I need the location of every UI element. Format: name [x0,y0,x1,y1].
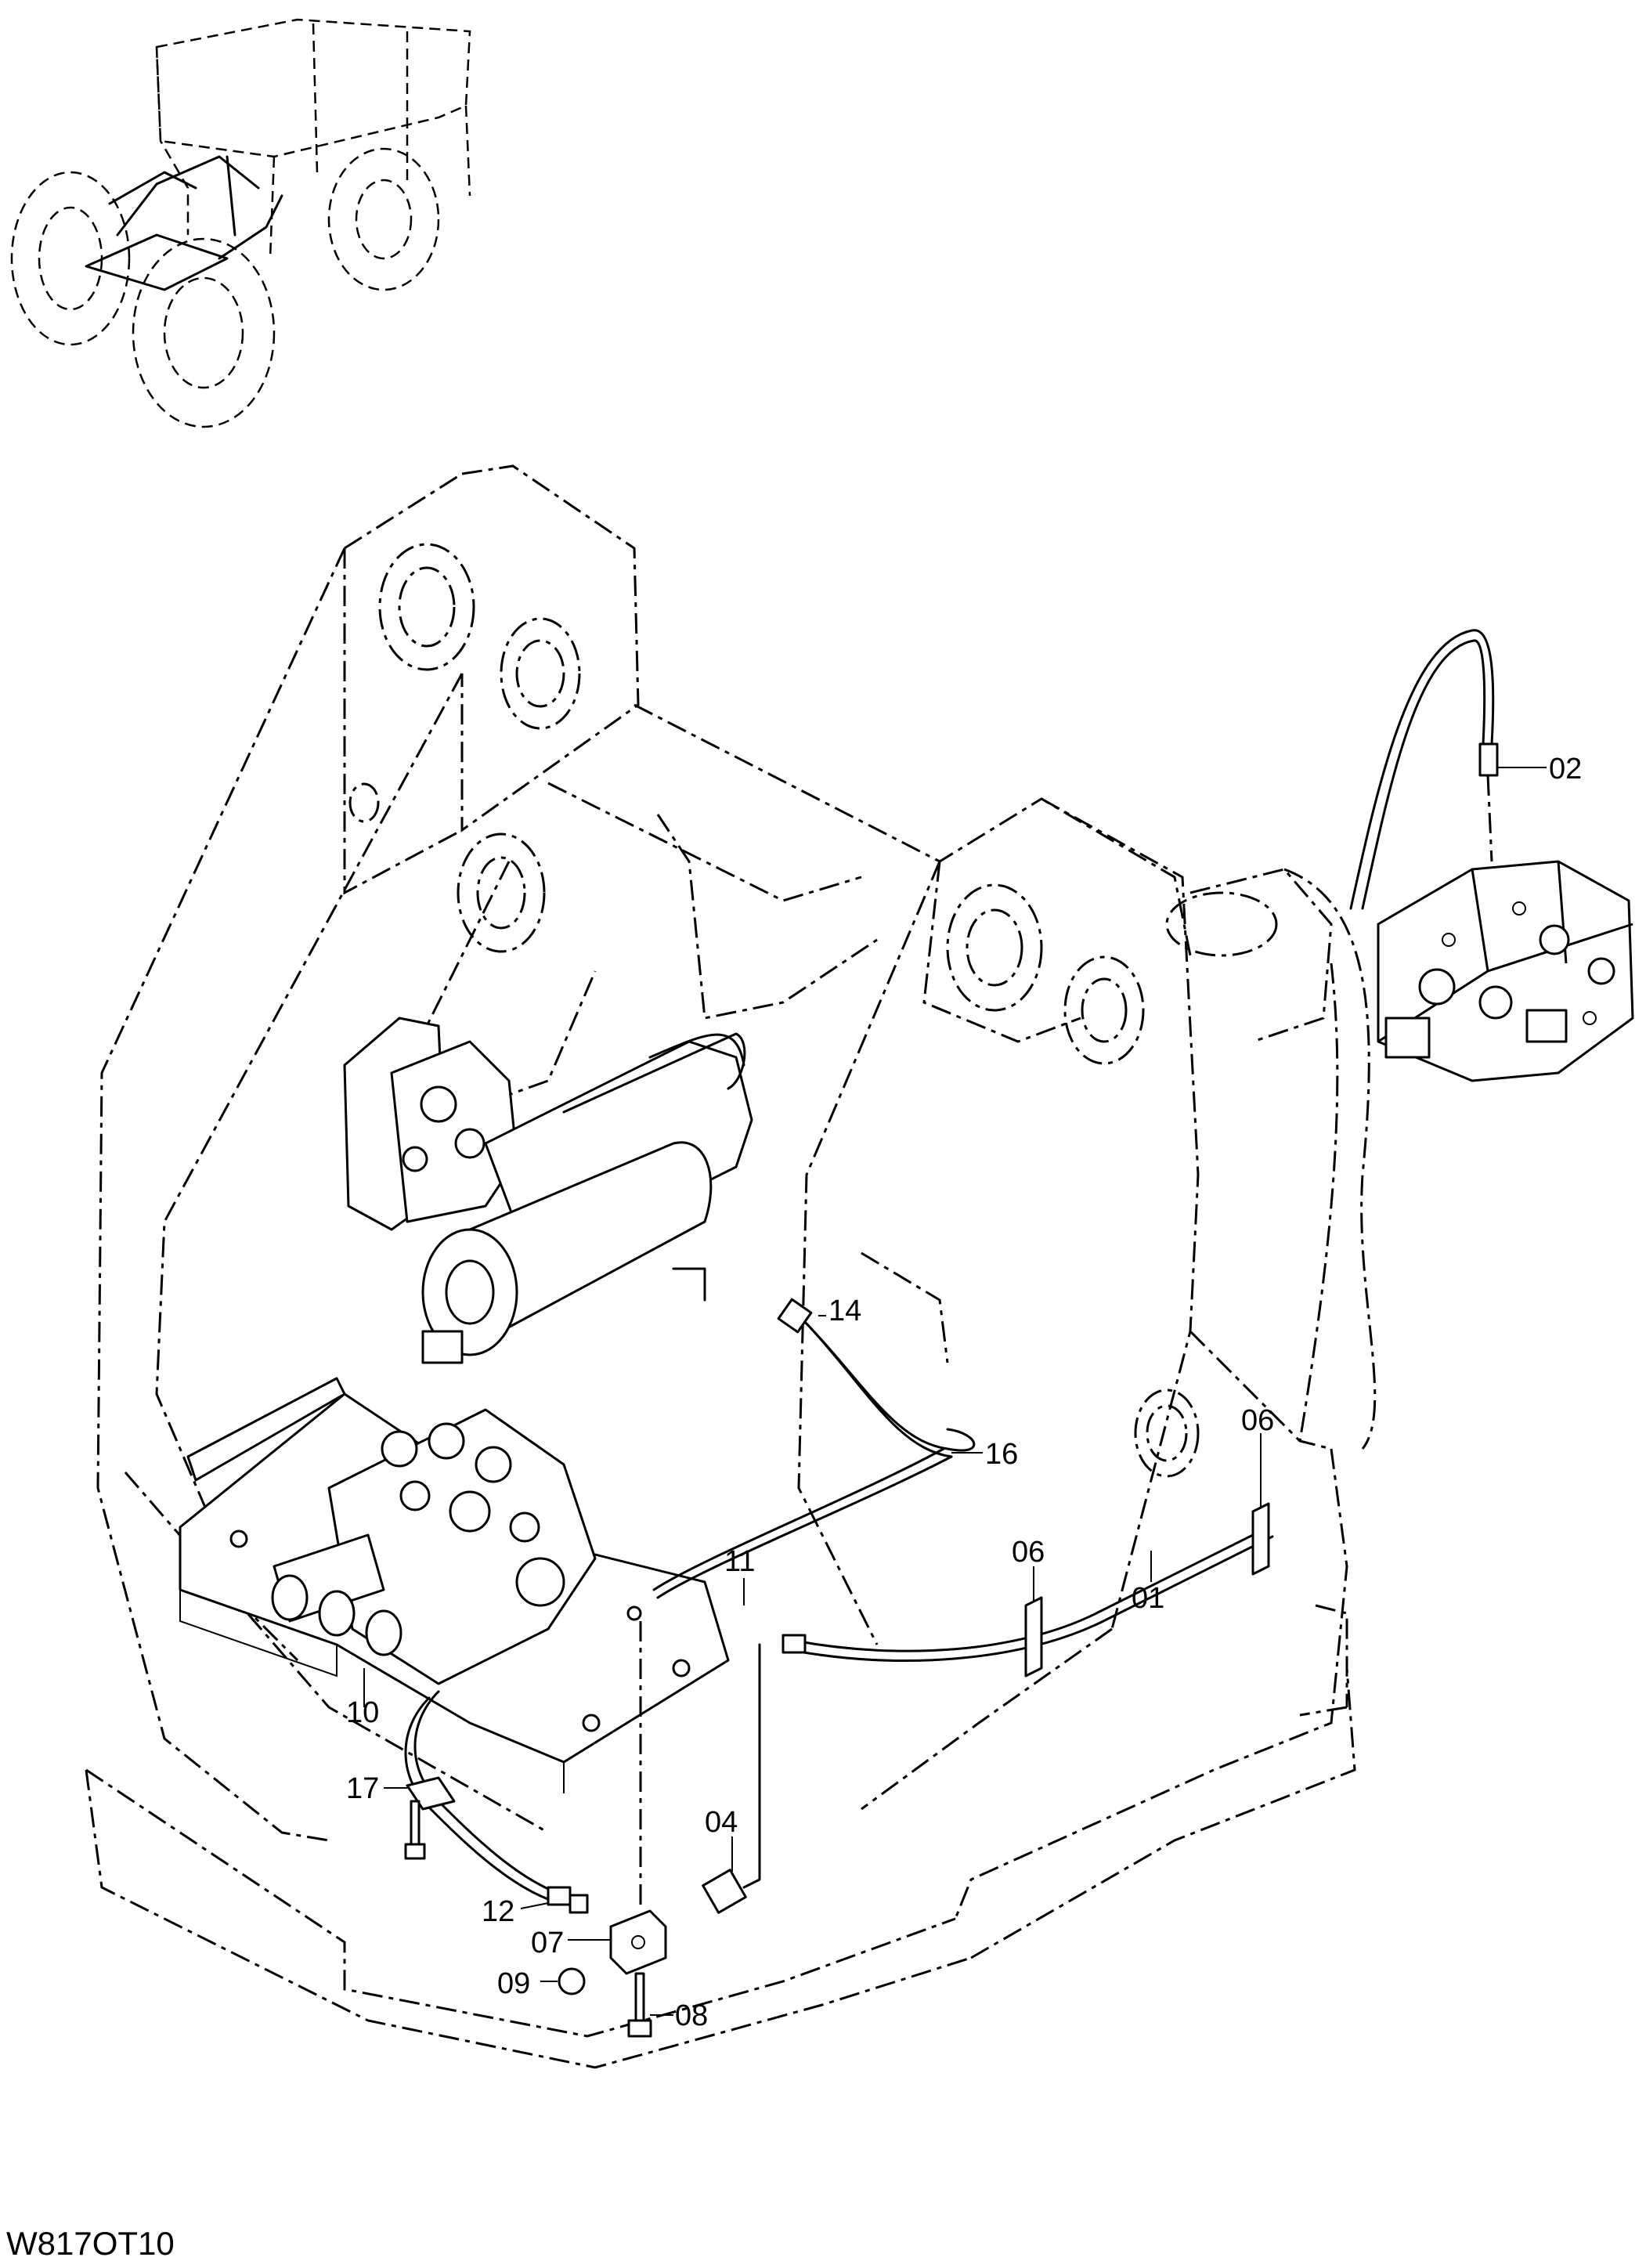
pump-hose-line [1349,629,1495,910]
callout-label-14: 14 [828,1295,862,1327]
machine-overview-thumbnail [10,18,471,428]
callout-label-09: 09 [497,1967,531,2000]
callout-label-11: 11 [724,1545,756,1578]
callout-label-07: 07 [531,1927,565,1959]
callout-label-01: 01 [1132,1582,1165,1615]
callout-label-10: 10 [346,1696,380,1729]
callout-label-17: 17 [346,1772,380,1805]
callout-label-06-left: 06 [1012,1536,1045,1569]
pump-hose-line-outer [1361,639,1486,910]
pilot-valve-and-accumulator [343,1017,753,1364]
drawing-code: W817OT10 [6,2225,175,2262]
callout-label-02: 02 [1549,753,1583,785]
callout-label-12: 12 [482,1895,515,1928]
callout-label-16: 16 [985,1438,1019,1471]
main-control-valve-bracket [179,1377,730,1793]
callout-label-08: 08 [675,1999,709,2032]
hydraulic-pump-assembly [1377,860,1634,1082]
hose-routing [404,1298,1274,2038]
fitting-02 [1478,742,1499,777]
callout-label-04: 04 [705,1806,738,1839]
callout-label-06-right: 06 [1241,1404,1275,1437]
callout-leaders [363,1315,1262,2016]
